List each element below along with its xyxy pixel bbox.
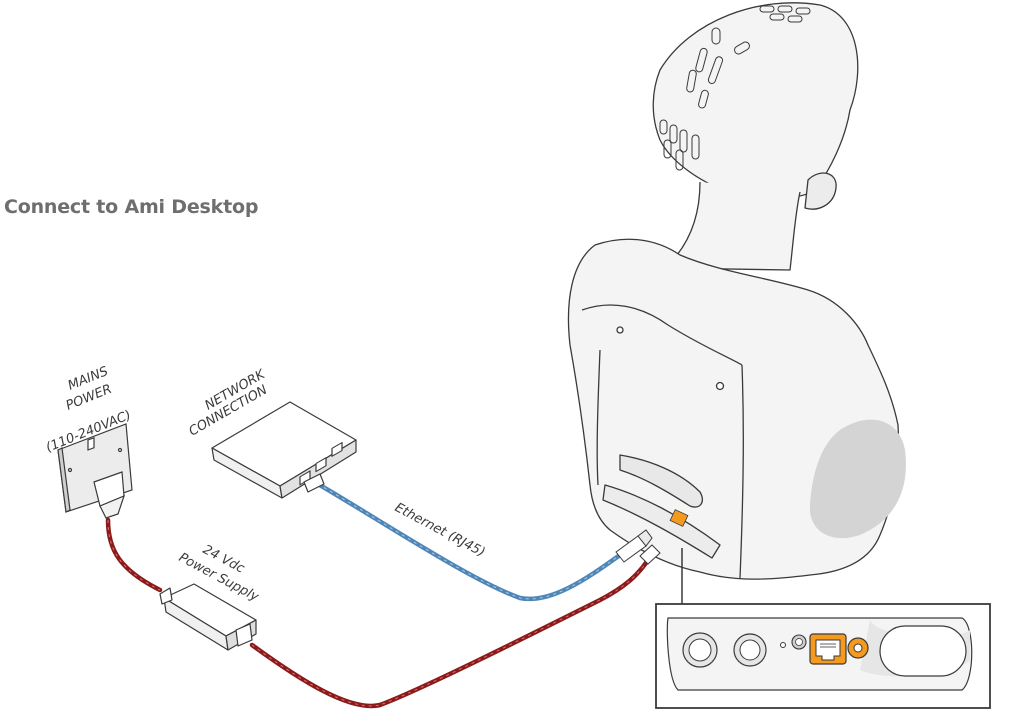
audio-port-2-icon	[734, 634, 766, 666]
ethernet-label: Ethernet (RJ45)	[392, 500, 487, 560]
audio-port-1-icon	[683, 633, 717, 667]
mains-power-cable	[108, 520, 160, 590]
dc-port-icon	[848, 638, 868, 658]
robot-icon	[568, 3, 905, 579]
connector-panel	[656, 604, 990, 708]
rj45-port-icon	[810, 634, 846, 664]
button-icon	[792, 635, 806, 649]
